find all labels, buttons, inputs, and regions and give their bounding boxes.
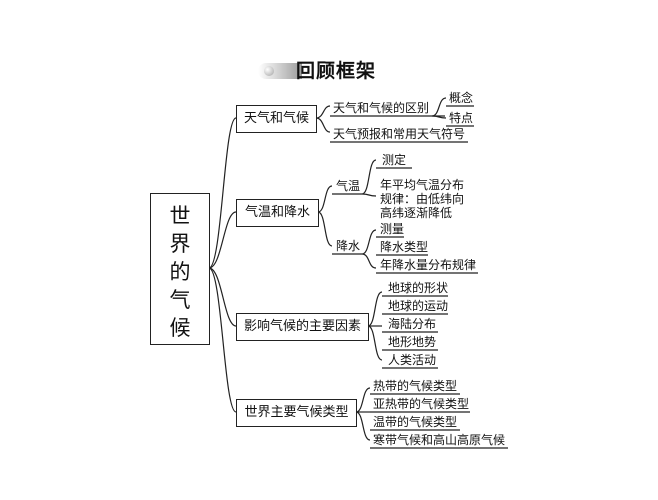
- connector-b4: [355, 387, 371, 441]
- node-weather-climate-distinction: 天气和气候的区别: [333, 101, 430, 115]
- connector-b3: [367, 291, 383, 361]
- connector-b2: [317, 185, 333, 247]
- node-temperature: 气温: [336, 179, 361, 193]
- connector-root-1: [208, 117, 237, 269]
- leaf-temp-measure: 测定: [382, 153, 407, 167]
- leaf-earth-shape: 地球的形状: [388, 281, 449, 295]
- page-title: 回顾框架: [296, 60, 377, 82]
- leaf-characteristics: 特点: [449, 111, 474, 125]
- leaf-precip-types: 降水类型: [380, 240, 429, 254]
- node-precipitation: 降水: [336, 239, 361, 253]
- branch-weather-climate: 天气和气候: [236, 105, 317, 133]
- root-node: 世 界 的 气 候: [150, 193, 210, 345]
- leaf-tropical: 热带的气候类型: [373, 379, 458, 393]
- node-forecast-symbols: 天气预报和常用天气符号: [333, 127, 466, 141]
- banner-dot-icon: [264, 66, 274, 76]
- connector-root-3: [208, 267, 237, 327]
- branch-climate-types: 世界主要气候类型: [236, 399, 357, 427]
- root-char-1: 世: [169, 204, 191, 228]
- leaf-earth-motion: 地球的运动: [388, 299, 449, 313]
- leaf-precip-distribution: 年降水量分布规律: [380, 258, 477, 272]
- connector-b1: [315, 105, 331, 133]
- leaf-temp-rule-1: 规律：由低纬向: [380, 192, 465, 206]
- leaf-concept: 概念: [449, 91, 474, 105]
- root-char-2: 界: [169, 232, 191, 256]
- leaf-subtropical: 亚热带的气候类型: [373, 397, 470, 411]
- root-char-4: 气: [169, 288, 191, 312]
- connector-root-4: [208, 267, 237, 413]
- root-char-5: 候: [169, 316, 191, 340]
- leaf-temp-distribution: 年平均气温分布: [380, 178, 465, 192]
- leaf-land-sea: 海陆分布: [388, 317, 437, 331]
- leaf-temperate: 温带的气候类型: [373, 415, 458, 429]
- leaf-terrain: 地形地势: [388, 335, 437, 349]
- leaf-precip-measure: 测量: [380, 222, 405, 236]
- branch-climate-factors: 影响气候的主要因素: [236, 313, 369, 341]
- branch-temperature-precipitation: 气温和降水: [236, 199, 319, 227]
- leaf-temp-rule-2: 高纬逐渐降低: [380, 206, 453, 220]
- root-char-3: 的: [169, 260, 191, 284]
- leaf-frigid-highland: 寒带气候和高山高原气候: [373, 433, 506, 447]
- leaf-human-activity: 人类活动: [388, 353, 437, 367]
- connector-b2-temp: [361, 159, 377, 197]
- connector-b2-precip: [361, 229, 377, 269]
- connector-root-2: [208, 211, 237, 269]
- connector-b1-distinction: [431, 97, 447, 119]
